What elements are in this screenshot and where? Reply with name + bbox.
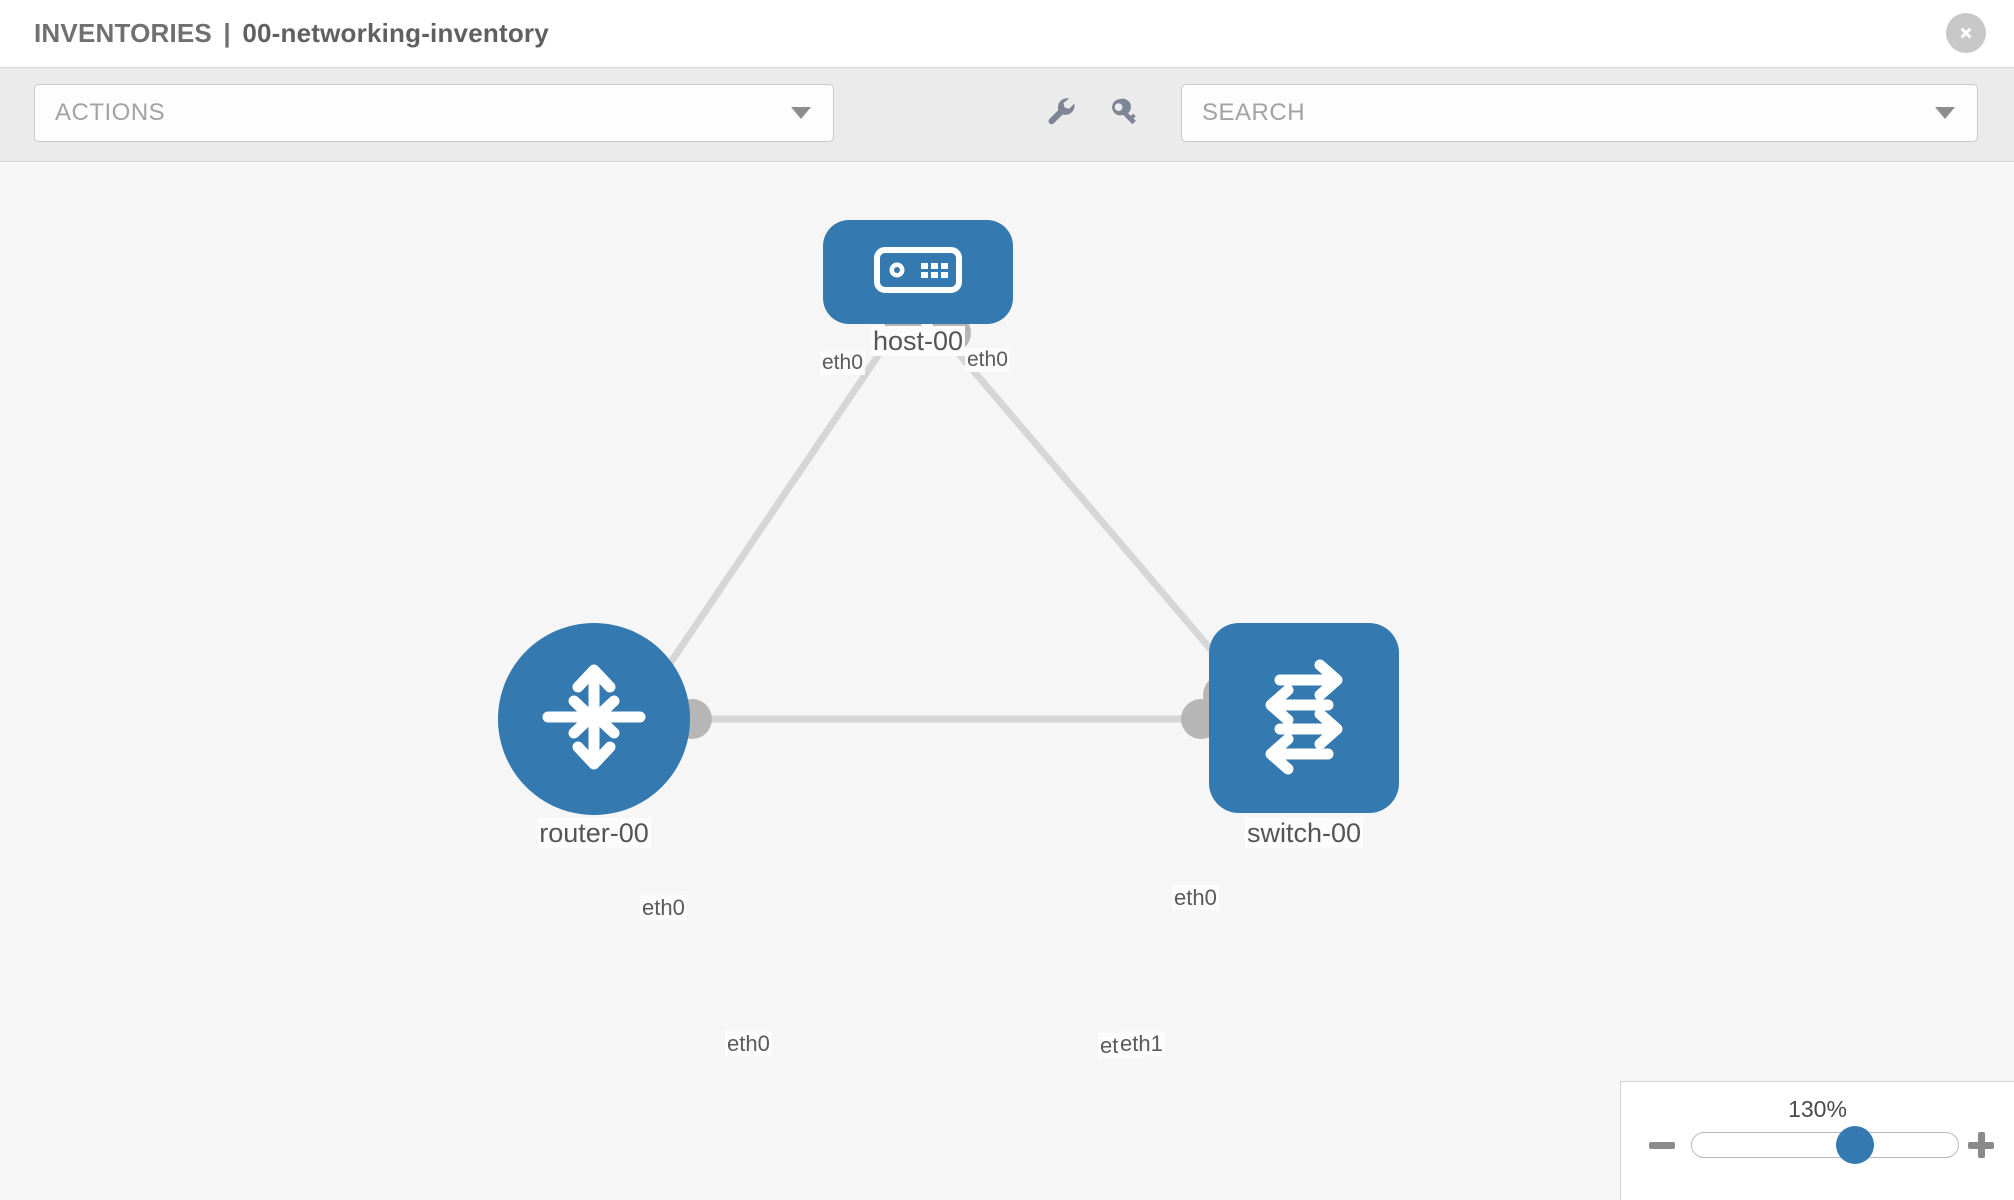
link-label-router-eth0-up: eth0 [640, 895, 687, 921]
breadcrumb-current: 00-networking-inventory [242, 18, 549, 48]
close-icon [1955, 22, 1977, 44]
page-header: INVENTORIES | 00-networking-inventory [0, 0, 2014, 68]
link-router-host [647, 339, 891, 695]
breadcrumb-root[interactable]: INVENTORIES [34, 18, 212, 48]
host-node-label: host-00 [870, 326, 966, 357]
wrench-button[interactable] [1038, 90, 1084, 136]
link-label-host-eth0-left: eth0 [820, 351, 865, 376]
bidirectional-arrows-icon [1244, 656, 1364, 781]
topology-node-host-00[interactable]: host-00 [823, 220, 1013, 370]
switch-node-shape [1209, 623, 1399, 813]
link-label-switch-eth0-up: eth0 [1172, 885, 1219, 911]
switch-node-label: switch-00 [1244, 818, 1364, 849]
four-arrows-inward-icon [534, 657, 654, 782]
link-label-host-eth0-right: eth0 [965, 348, 1010, 373]
toolbar: ACTIONS SEARCH [0, 68, 2014, 162]
router-node-label: router-00 [537, 818, 651, 849]
host-node-shape [823, 220, 1013, 324]
topology-links [647, 338, 1251, 723]
link-label-switch-eth1-mid: eth1 [1118, 1031, 1165, 1057]
topology-node-switch-00[interactable]: switch-00 [1209, 623, 1399, 863]
topology-canvas[interactable]: host-00 [0, 163, 2014, 1200]
key-icon [1105, 91, 1145, 136]
plus-icon [1968, 1132, 1994, 1158]
breadcrumb: INVENTORIES | 00-networking-inventory [34, 18, 549, 49]
wrench-icon [1041, 91, 1081, 136]
search-placeholder: SEARCH [1202, 99, 1306, 126]
chevron-down-icon[interactable] [1935, 107, 1955, 119]
link-label-router-eth0-mid: eth0 [725, 1031, 772, 1057]
link-host-switch [945, 338, 1251, 696]
minus-icon [1649, 1141, 1675, 1149]
breadcrumb-separator: | [223, 18, 231, 48]
chevron-down-icon [791, 107, 811, 119]
search-input[interactable]: SEARCH [1181, 84, 1978, 142]
close-button[interactable] [1946, 13, 1986, 53]
zoom-out-button[interactable] [1645, 1128, 1679, 1162]
zoom-in-button[interactable] [1964, 1128, 1998, 1162]
zoom-slider-thumb[interactable] [1836, 1126, 1874, 1164]
server-device-icon [874, 246, 962, 298]
key-button[interactable] [1102, 90, 1148, 136]
topology-node-router-00[interactable]: router-00 [498, 623, 690, 863]
actions-dropdown-label: ACTIONS [55, 99, 166, 126]
zoom-level-value: 130% [1788, 1096, 1847, 1122]
zoom-control-panel: 130% [1620, 1081, 2014, 1200]
zoom-slider-track[interactable] [1691, 1126, 1959, 1164]
router-node-shape [498, 623, 690, 815]
actions-dropdown[interactable]: ACTIONS [34, 84, 834, 142]
